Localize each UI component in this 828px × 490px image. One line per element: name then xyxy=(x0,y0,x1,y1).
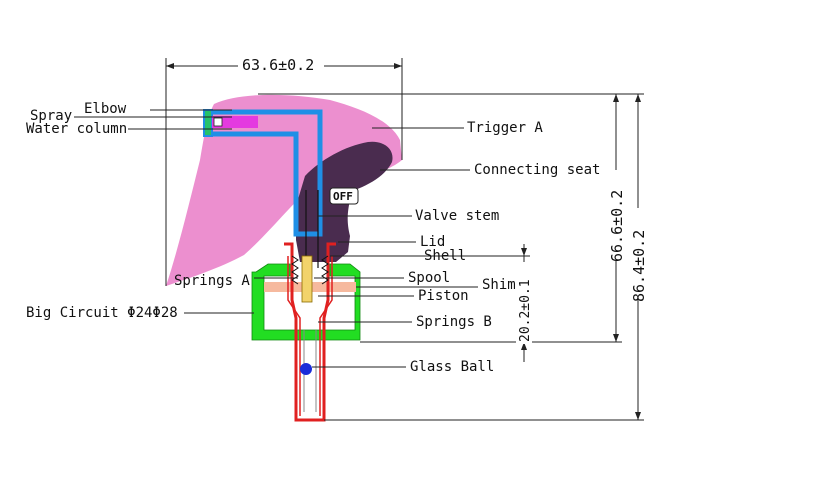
dim-h-inner-label: 66.6±0.2 xyxy=(608,190,626,262)
label-springs-b: Springs B xyxy=(416,314,492,330)
dim-cap-label-bg xyxy=(516,262,532,344)
dim-h-outer-arrow-t xyxy=(635,94,641,102)
dim-cap-label: 20.2±0.1 xyxy=(518,279,533,342)
label-piston: Piston xyxy=(418,288,469,304)
spray-nozzle-tip xyxy=(213,117,223,127)
label-lid: Lid xyxy=(420,234,445,250)
label-springs-a: Springs A xyxy=(174,273,250,289)
label-big-circuit: Big Circuit Φ24Φ28 xyxy=(26,305,178,321)
spool xyxy=(301,255,313,303)
label-elbow: Elbow xyxy=(84,101,127,117)
label-glass-ball: Glass Ball xyxy=(410,359,494,375)
label-trigger-a: Trigger A xyxy=(467,120,543,136)
dim-width-arrow-l xyxy=(166,63,174,69)
dim-cap-arrow-b xyxy=(521,342,527,350)
trigger-a xyxy=(166,94,402,286)
elbow-tip xyxy=(203,109,213,137)
dim-h-outer-arrow-b xyxy=(635,412,641,420)
dim-h-outer-label-bg xyxy=(629,208,647,298)
label-water-column: Water column xyxy=(26,121,127,137)
off-badge-bg xyxy=(329,187,359,205)
springs-a xyxy=(291,255,329,285)
dim-h-inner-arrow-b xyxy=(613,334,619,342)
label-shim: Shim xyxy=(482,277,516,293)
dim-h-inner-label-bg xyxy=(607,170,625,260)
glass-ball xyxy=(300,363,312,375)
dim-cap-arrow-t xyxy=(521,248,527,256)
spray-nozzle xyxy=(212,116,258,128)
label-spray: Spray xyxy=(30,108,72,124)
dim-width-label: 63.6±0.2 xyxy=(242,56,314,74)
dim-h-outer-label: 86.4±0.2 xyxy=(630,230,648,302)
dim-width-arrow-r xyxy=(394,63,402,69)
label-shell: Shell xyxy=(424,248,466,264)
dim-width-label-bg xyxy=(238,56,324,72)
big-circuit-cap xyxy=(251,263,361,341)
dim-h-inner-arrow-t xyxy=(613,94,619,102)
label-valve-stem: Valve stem xyxy=(415,208,499,224)
off-badge-label: OFF xyxy=(333,190,353,203)
label-spool: Spool xyxy=(408,270,450,286)
label-connecting-seat: Connecting seat xyxy=(474,162,600,178)
